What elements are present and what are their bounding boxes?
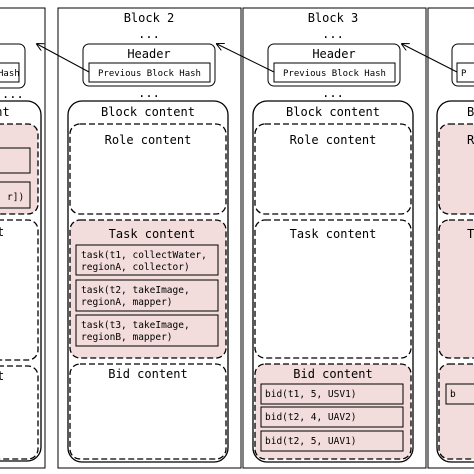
block-3-bid-item-3 [260, 430, 404, 452]
block-3-task-title: Task content [290, 227, 377, 241]
block-2-content-title: Block content [101, 105, 195, 119]
block-2-task-item-3 [75, 314, 219, 347]
block-left-role-item-1 [0, 147, 31, 174]
block-3-prev-hash: Previous Block Hash [283, 69, 386, 79]
block-3-bid-item-1 [260, 383, 404, 405]
block-2-task-1-line-2: regionA, collector) [81, 262, 190, 273]
hash-link-arrow-block2-to-left [37, 44, 90, 73]
block-left-content-title: ent [0, 105, 10, 119]
block-3-dots-top: ... [322, 27, 344, 41]
block-2-role-title: Role content [105, 133, 192, 147]
block-2-task-3-line-1: task(t3, takeImage, [81, 320, 190, 331]
block-2-frame [57, 7, 242, 469]
block-2-dots-mid: ... [138, 86, 160, 100]
block-2-task-item-2 [75, 279, 219, 312]
block-left-role-item-text: r]) [7, 192, 24, 203]
block-2-task-item-1 [75, 244, 219, 276]
block-left-hash-box [0, 62, 20, 83]
block-3-content-title: Block content [286, 105, 380, 119]
block-2-content [67, 100, 229, 463]
block-left-dots: ... [2, 87, 24, 101]
block-2-role-section [69, 123, 227, 215]
block-2-task-2-line-2: regionA, mapper) [81, 297, 173, 308]
block-2-task-title: Task content [109, 227, 196, 241]
block-2-task-3-line-2: regionB, mapper) [81, 332, 173, 343]
block-2-task-2-line-1: task(t2, takeImage, [81, 285, 190, 296]
hash-link-arrow-block3-to-block2 [217, 44, 275, 73]
block-left-bid-section [0, 365, 39, 460]
block-left-role-item-2 [0, 181, 31, 209]
block-2-task-1-line-1: task(t1, collectWater, [81, 250, 207, 261]
block-3-content [252, 100, 414, 463]
block-right-task-title: T [467, 227, 474, 241]
block-3-bid-2: bid(t2, 4, UAV2) [265, 412, 357, 423]
block-2-dots-top: ... [138, 27, 160, 41]
block-3-role-section [254, 123, 412, 215]
block-right-partial: P B R T b [427, 7, 474, 469]
block-left-content [0, 100, 42, 462]
block-3-bid-1: bid(t1, 5, USV1) [265, 389, 357, 400]
block-left-bid-title: t [0, 369, 4, 383]
hash-link-arrow-right-to-block3 [402, 44, 458, 73]
block-2-prev-hash: Previous Block Hash [98, 69, 201, 79]
block-left-partial: Hash ... ent r]) t t [0, 7, 46, 469]
block-3-bid-item-2 [260, 406, 404, 428]
block-left-frame [0, 7, 46, 469]
block-3: Block 3 ... Header Previous Block Hash .… [242, 7, 427, 469]
block-left-task-title: t [0, 225, 4, 239]
block-3-bid-title: Bid content [293, 367, 372, 381]
block-2-prev-hash-box [88, 62, 211, 83]
block-3-title: Block 3 [308, 11, 359, 25]
block-3-bid-3: bid(t2, 5, UAV1) [265, 436, 357, 447]
block-3-prev-hash-box [273, 62, 396, 83]
block-3-frame [242, 7, 427, 469]
block-right-role-section [438, 123, 474, 215]
block-right-content-title: B [467, 105, 474, 119]
block-3-header-title: Header [312, 47, 355, 61]
block-left-task-section [0, 219, 39, 361]
block-right-bid-text: b [450, 389, 456, 400]
block-3-task-section [254, 219, 412, 359]
block-right-hash-text: P [461, 69, 467, 79]
block-2-bid-title: Bid content [108, 367, 187, 381]
block-2-bid-section [69, 363, 227, 460]
block-left-hash-text: Hash [0, 69, 20, 79]
block-3-dots-mid: ... [322, 86, 344, 100]
block-right-role-title: R [467, 133, 474, 147]
block-right-bid-section [438, 363, 474, 460]
block-2-header-title: Header [127, 47, 170, 61]
block-right-hash-box [456, 62, 474, 83]
block-2-title: Block 2 [124, 11, 175, 25]
block-right-frame [427, 7, 474, 469]
block-right-bid-item [445, 383, 474, 405]
block-2: Block 2 ... Header Previous Block Hash .… [57, 7, 242, 469]
block-right-content [436, 100, 474, 463]
block-3-role-title: Role content [290, 133, 377, 147]
block-right-task-section [438, 219, 474, 359]
